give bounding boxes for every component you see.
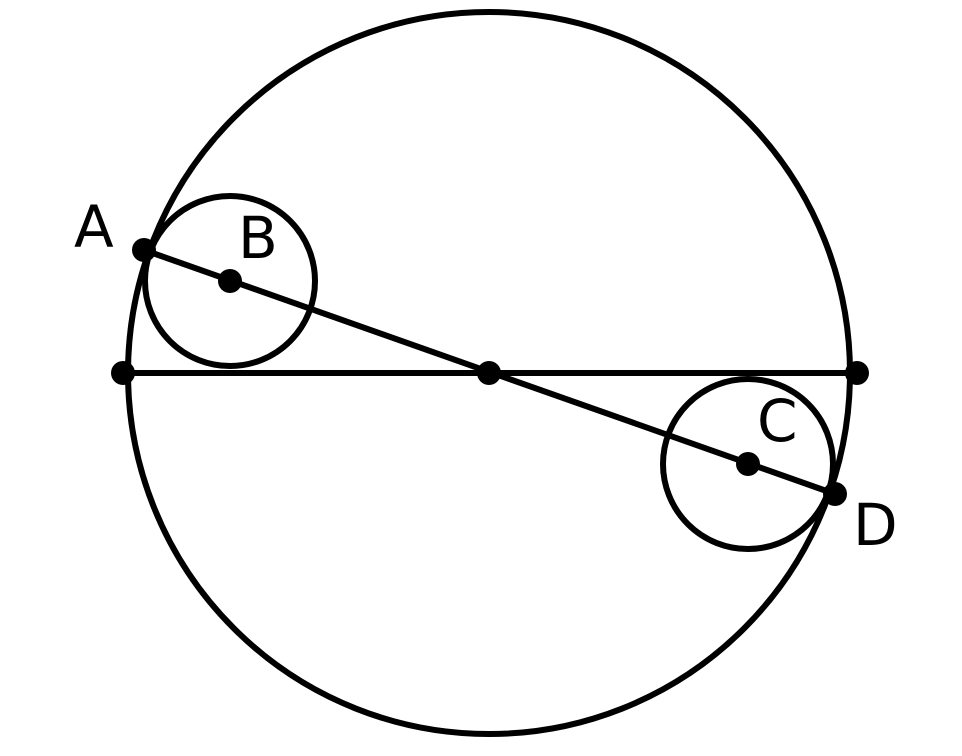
label-d: D (853, 491, 898, 559)
label-a: A (74, 193, 114, 261)
point-c (736, 452, 760, 476)
small-circle-c (660, 376, 836, 552)
small-circle-b (142, 193, 318, 369)
point-diameter-left (111, 361, 135, 385)
point-b (218, 269, 242, 293)
point-a (132, 238, 156, 262)
label-c: C (757, 387, 798, 455)
point-diameter-right (845, 361, 869, 385)
label-b: B (238, 204, 278, 272)
point-center (477, 361, 501, 385)
point-d (823, 482, 847, 506)
